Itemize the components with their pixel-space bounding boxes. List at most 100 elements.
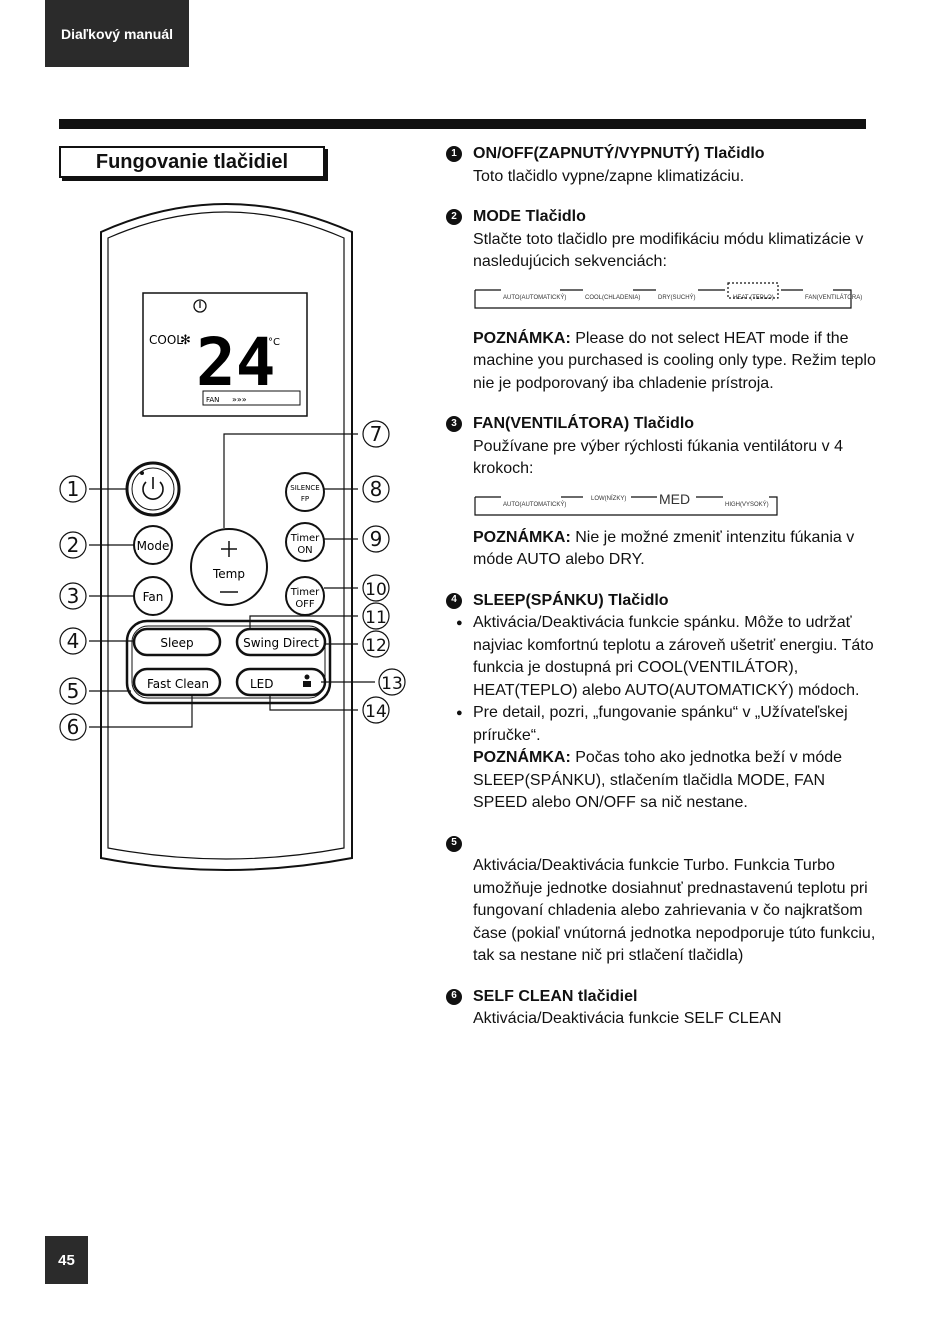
svg-text:Mode: Mode [137,539,170,553]
item-number: 4 [446,592,462,609]
lcd-temperature: 24 [196,324,275,401]
callout-circle [59,582,87,610]
callout-circle [362,475,390,503]
sequence-step: HIGH(VYSOKÝ) [725,501,769,508]
svg-text:Timer: Timer [290,587,320,598]
lcd-unit: °C [268,337,280,348]
svg-text:LED: LED [250,677,274,691]
item-text: Toto tlačidlo vypne/zapne klimatizáciu. [473,167,745,185]
item-text: Aktivácia/Deaktivácia funkcie Turbo. Fun… [473,857,876,964]
callout-number: 2 [67,533,80,557]
callout-circle [362,696,390,724]
callout-number: 7 [370,422,383,446]
item-number: 3 [446,416,462,432]
item-number: 5 [446,835,462,852]
callout-number: 6 [67,715,80,739]
sequence-step: MED [659,490,691,507]
lcd-screen [142,292,308,417]
svg-text:SILENCE: SILENCE [290,484,319,492]
callout-number: 13 [381,674,403,694]
callout-number: 1 [67,477,80,501]
remote-control-illustration: COOL ✻ 24 °C FAN »»» Mode Fan Temp SILEN… [59,203,406,871]
fan-sequence-diagram: AUTO(AUTOMATICKÝ) LOW(NÍZKY) MED HIGH(VY… [473,483,876,519]
callout-circle [59,475,87,503]
svg-text:Timer: Timer [290,533,320,544]
sleep-button[interactable]: Sleep [132,627,222,657]
lcd-fan-bars: »»» [232,395,247,404]
item-title: ON/OFF(ZAPNUTÝ/VYPNUTÝ) Tlačidlo [473,145,765,162]
sequence-step: AUTO(AUTOMATICKÝ) [503,294,567,301]
callout-number: 4 [67,629,80,653]
fast-clean-button[interactable]: Fast Clean [132,667,222,697]
remote-body [100,203,353,871]
svg-text:FP: FP [301,495,309,503]
section-title: Fungovanie tlačidiel [59,146,325,178]
item-note: POZNÁMKA: Počas toho ako jednotka beží v… [473,749,843,811]
fan-button[interactable]: Fan [133,576,173,616]
callout-circle [378,668,406,696]
item-6: 6 SELF CLEAN tlačidiel Aktivácia/Deaktiv… [446,986,876,1031]
header-tab: Diaľkový manuál [45,0,189,67]
callout-circle [362,574,390,602]
item-number: 2 [446,209,462,225]
callout-number: 12 [365,636,387,656]
svg-text:Temp: Temp [212,567,245,581]
silence-button[interactable]: SILENCE FP [285,472,325,512]
item-number: 1 [446,146,462,162]
snowflake-icon: ✻ [180,333,191,348]
callout-circle [59,531,87,559]
sequence-step: AUTO(AUTOMATICKÝ) [503,501,567,508]
callout-number: 10 [365,580,387,600]
item-4: 4 SLEEP(SPÁNKU) Tlačidlo Aktivácia/Deakt… [446,590,876,815]
person-icon [303,674,311,687]
swing-direct-button[interactable]: Swing Direct [235,627,327,657]
svg-text:ON: ON [297,545,312,556]
header-rule [59,119,866,129]
item-title: FAN(VENTILÁTORA) Tlačidlo [473,415,695,432]
temp-button[interactable]: Temp [190,528,268,606]
sequence-step: FAN(VENTILÁTORA) [805,294,863,301]
item-5: 5 Aktivácia/Deaktivácia funkcie Turbo. F… [446,833,876,968]
power-icon [142,481,164,500]
lcd-fan-label: FAN [206,396,219,404]
power-button[interactable] [125,461,181,517]
item-bullet: Pre detail, pozri, „fungovanie spánku“ v… [456,702,876,747]
item-2: 2 MODE Tlačidlo Stlačte toto tlačidlo pr… [446,206,876,395]
svg-text:Fast Clean: Fast Clean [147,677,209,691]
callout-number: 3 [67,584,80,608]
callout-circle [59,713,87,741]
item-text: Stlačte toto tlačidlo pre modifikáciu mó… [473,230,864,271]
item-3: 3 FAN(VENTILÁTORA) Tlačidlo Používane pr… [446,413,876,572]
item-number: 6 [446,988,462,1005]
timer-off-button[interactable]: Timer OFF [285,576,325,616]
button-descriptions: 1 ON/OFF(ZAPNUTÝ/VYPNUTÝ) Tlačidlo Toto … [446,143,876,1031]
svg-text:Swing Direct: Swing Direct [243,636,319,650]
callout-number: 5 [67,679,80,703]
sequence-step: HEAT (TEPLO) [733,294,774,301]
item-1: 1 ON/OFF(ZAPNUTÝ/VYPNUTÝ) Tlačidlo Toto … [446,143,876,188]
svg-text:Sleep: Sleep [160,636,193,650]
item-text: Aktivácia/Deaktivácia funkcie SELF CLEAN [473,1010,782,1027]
item-title: SELF CLEAN tlačidiel [473,987,638,1005]
callout-circle [362,525,390,553]
mode-button[interactable]: Mode [133,525,173,565]
sequence-step: COOL(CHLADENIA) [585,294,641,301]
item-title: SLEEP(SPÁNKU) Tlačidlo [473,591,669,609]
item-title: MODE Tlačidlo [473,208,586,225]
mode-sequence-diagram: AUTO(AUTOMATICKÝ) COOL(CHLADENIA) DRY(SU… [473,276,876,320]
item-text: Používane pre výber rýchlosti fúkania ve… [473,437,843,478]
item-bullet: Aktivácia/Deaktivácia funkcie spánku. Mô… [456,612,876,702]
callout-circle [59,677,87,705]
callout-number: 9 [370,527,383,551]
callout-number: 14 [365,702,387,722]
timer-on-button[interactable]: Timer ON [285,522,325,562]
callout-number: 8 [370,477,383,501]
led-button[interactable]: LED [235,667,327,697]
callout-circle [362,602,390,630]
callout-number: 11 [365,608,387,628]
power-symbol-icon [193,299,207,313]
callout-circle [362,420,390,448]
callout-circle [59,627,87,655]
sequence-step: DRY(SUCHÝ) [658,294,696,301]
page-number: 45 [45,1236,88,1284]
